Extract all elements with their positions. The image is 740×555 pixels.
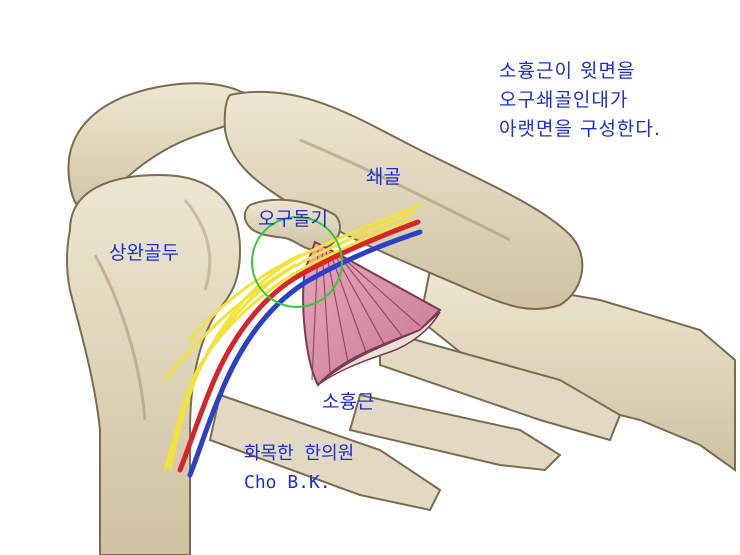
note-line-1: 소흉근이 윗면을 [499,60,636,82]
explanatory-note: 소흉근이 윗면을 오구쇄골인대가 아랫면을 구성한다. [499,57,661,144]
signature-clinic: 화목한 한의원 [244,443,355,464]
scapula-bone [418,268,736,472]
coracoid-label: 오구돌기 [258,208,328,230]
axillary-vein [187,229,423,478]
coracoid-bone [243,198,341,252]
humeral-head-label: 상완골두 [109,242,179,264]
rib-bone-2 [348,393,562,472]
note-line-3: 아랫면을 구성한다. [499,118,661,140]
brachial-plexus-nerves [163,203,422,472]
signature-author: Cho B.K. [244,472,331,493]
rib-bone-3 [208,393,442,512]
clavicle-label: 쇄골 [366,166,401,188]
pectoralis-minor-cut-edge [317,311,441,386]
signature: 화목한 한의원 Cho B.K. [244,439,354,497]
note-line-2: 오구쇄골인대가 [499,89,629,111]
highlight-circle [251,216,343,308]
axillary-artery [177,219,421,473]
humerus-bone [66,173,242,555]
rib-bone-1 [379,328,622,442]
pectoralis-minor-label: 소흉근 [322,391,375,413]
